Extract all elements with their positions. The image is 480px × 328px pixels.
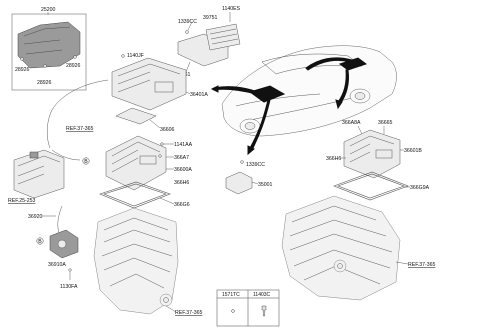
engine-right xyxy=(281,195,401,301)
callout-366A7: 366A7 xyxy=(174,155,189,161)
marker-b-lower: B xyxy=(38,239,42,245)
callout-28926-mid: 28926 xyxy=(37,80,52,86)
callout-39751: 39751 xyxy=(203,15,218,21)
marker-b-upper: B xyxy=(84,159,88,165)
table-header-11403C: 11403C xyxy=(253,292,271,298)
callout-25200: 25200 xyxy=(41,7,56,13)
callout-36601B: 36601B xyxy=(404,148,422,154)
clip-icon xyxy=(231,309,235,313)
ref-25-253: REF.25-253 xyxy=(8,198,36,204)
callout-36910A: 36910A xyxy=(48,262,66,268)
callout-36401A: 36401A xyxy=(190,92,208,98)
table-header-1571TC: 1571TC xyxy=(222,292,240,298)
ref-37-365-right: REF.37-365 xyxy=(408,262,436,268)
callout-1140JF: 1140JF xyxy=(127,53,144,59)
bolt-icon xyxy=(261,305,267,317)
gasket-366G9A xyxy=(333,171,409,201)
callout-36606: 36606 xyxy=(160,127,175,133)
pointer-arrow-top xyxy=(305,57,353,71)
ref-37-365-bottom-left: REF.37-365 xyxy=(175,310,203,316)
callout-36600A: 36600A xyxy=(174,167,192,173)
inverter-plate xyxy=(115,107,157,125)
ecu-module xyxy=(205,23,241,51)
callout-1339CC-top: 1339CC xyxy=(178,19,197,25)
callout-36665-right: 36665 xyxy=(378,120,393,126)
inverter-housing xyxy=(105,135,167,191)
vehicle-front-module xyxy=(248,85,286,103)
callout-35001: 35001 xyxy=(258,182,273,188)
callout-1140ES: 1140ES xyxy=(222,6,241,12)
callout-366H6-left: 366H6 xyxy=(174,180,189,186)
callout-1130FA: 1130FA xyxy=(60,284,78,290)
callout-1339CC-mid: 1339CC xyxy=(246,162,265,168)
callout-366G6: 366G6 xyxy=(174,202,190,208)
gasket-366G6 xyxy=(99,181,171,209)
cover-inset-box xyxy=(11,13,87,91)
callout-28926-right: 28926 xyxy=(66,63,81,69)
callout-36920: 36920 xyxy=(28,214,43,220)
callout-28926-left: 28926 xyxy=(15,67,30,73)
callout-366G9A: 366G9A xyxy=(410,185,430,191)
callout-366H6-right: 366H6 xyxy=(326,156,341,162)
engine-left xyxy=(93,207,179,315)
coolant-reservoir xyxy=(13,149,65,199)
callout-1141AA: 1141AA xyxy=(174,142,193,148)
engine-cover xyxy=(17,21,81,69)
ref-37-365-upper: REF.37-365 xyxy=(66,126,94,132)
sensor-module-35001 xyxy=(225,171,253,195)
inverter-cover xyxy=(111,57,187,111)
callout-366A8A: 366A8A xyxy=(342,120,361,126)
